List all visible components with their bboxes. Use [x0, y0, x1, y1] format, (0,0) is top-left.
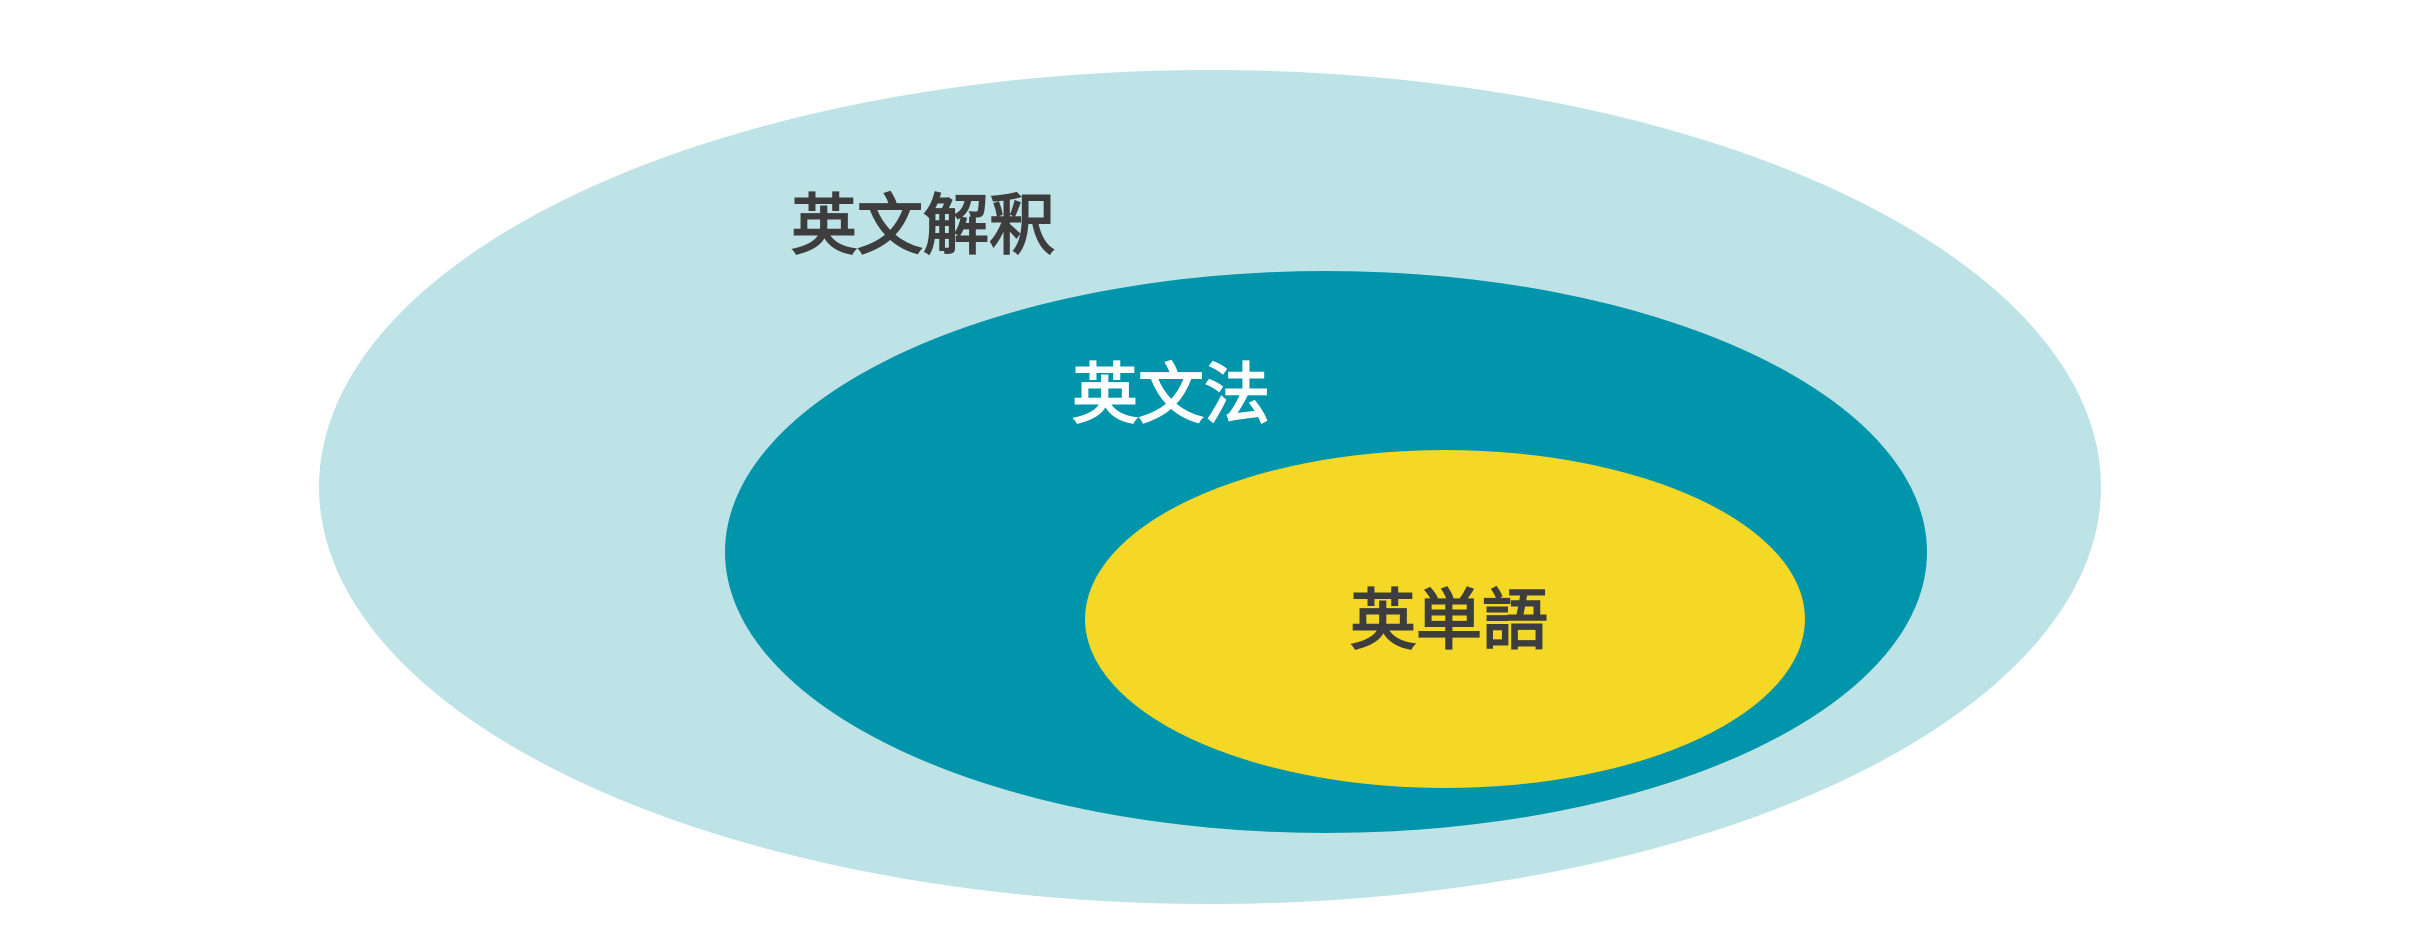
- inner-label: 英単語: [1350, 582, 1548, 659]
- inner-ellipse: [1085, 450, 1805, 788]
- outer-label: 英文解釈: [791, 187, 1055, 264]
- middle-label: 英文法: [1072, 356, 1270, 433]
